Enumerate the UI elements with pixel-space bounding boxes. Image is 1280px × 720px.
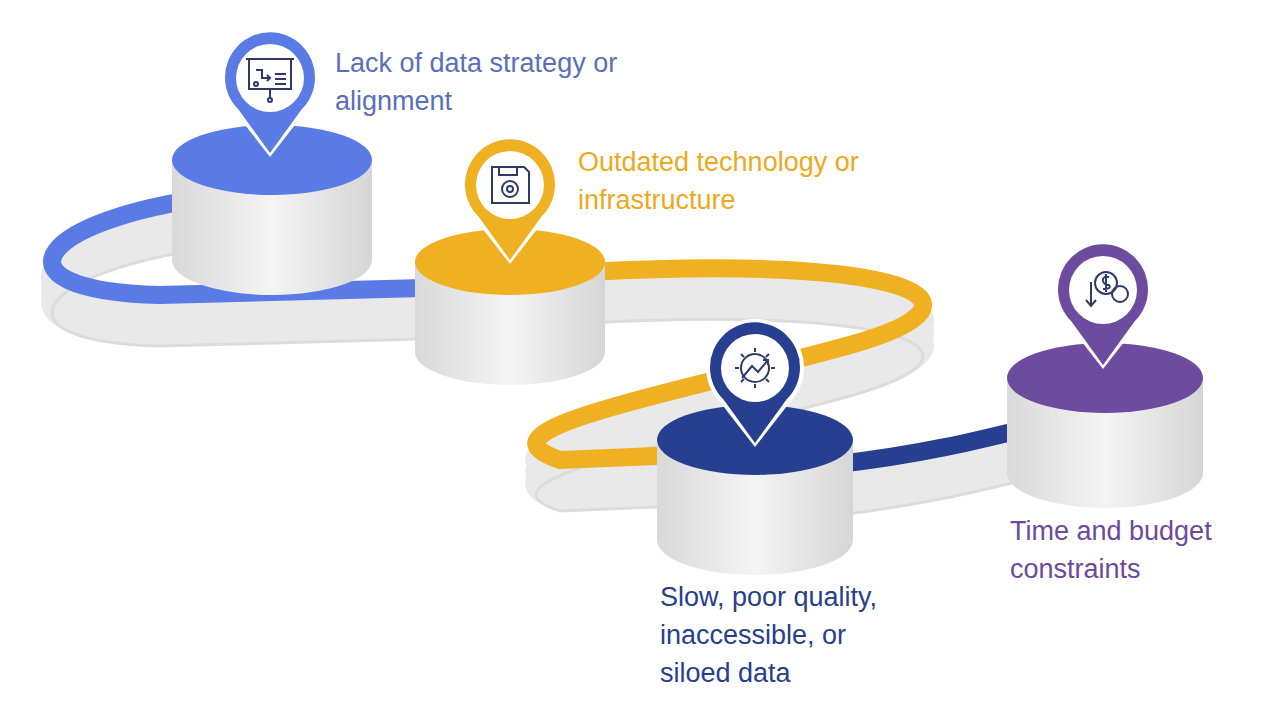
step-label: Lack of data strategy or alignment: [335, 44, 645, 120]
location-pin: [221, 29, 319, 157]
location-pin: [461, 136, 559, 264]
pedestal: [1007, 343, 1203, 508]
step-label: Slow, poor quality, inaccessible, or sil…: [660, 578, 922, 692]
location-pin: [1054, 241, 1152, 369]
step-label: Outdated technology or infrastructure: [578, 143, 878, 219]
step-label: Time and budget constraints: [1010, 512, 1260, 588]
location-pin: [706, 319, 804, 447]
